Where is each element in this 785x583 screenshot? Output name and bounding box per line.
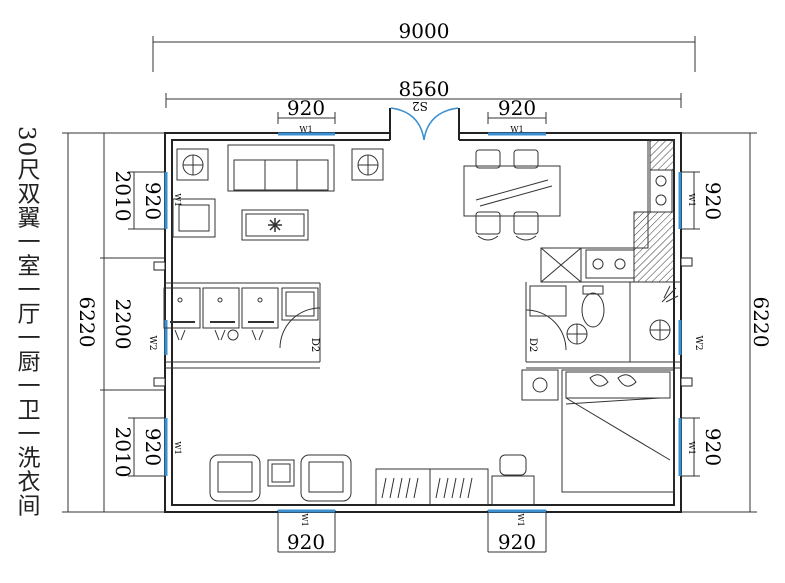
desk-set	[491, 454, 535, 506]
dim-right-window-top: 920	[701, 182, 725, 220]
dim-right-height: 6220	[749, 297, 773, 348]
dining-set	[463, 149, 561, 241]
window-label-top-left: W1	[299, 125, 312, 134]
window-label-bottom-right: W1	[516, 513, 525, 526]
bath-door-label: D2	[527, 338, 538, 352]
dim-bottom-window-left: 920	[287, 530, 325, 554]
window-label-right-bottom: W1	[687, 441, 696, 454]
kitchen-counter-hatch	[633, 139, 675, 283]
dim-top-window-left: 920	[287, 96, 325, 120]
bedroom	[521, 369, 675, 493]
dim-top-window-right: 920	[498, 96, 536, 120]
window-label-left-bottom: W1	[173, 441, 182, 454]
dim-left-seg-2: 2200	[111, 299, 135, 350]
dimension-lines	[62, 36, 757, 553]
window-label-bottom-left: W1	[300, 513, 309, 526]
bathroom	[525, 282, 681, 369]
window-label-left-top: W1	[173, 193, 182, 206]
dim-overall-width: 9000	[399, 19, 450, 43]
dim-bottom-window-right: 920	[498, 530, 536, 554]
dim-inner-width: 8560	[399, 77, 450, 101]
main-door	[390, 107, 459, 141]
main-door-label: S2	[412, 99, 428, 113]
living-room-furniture	[172, 144, 384, 241]
dim-left-height: 6220	[75, 297, 99, 348]
window-label-left-mid: W2	[147, 336, 157, 351]
dim-left-seg-1: 2010	[111, 171, 135, 222]
dim-left-seg-3: 2010	[111, 427, 135, 478]
column-stubs	[153, 257, 693, 387]
lounge-chairs	[209, 454, 352, 502]
dim-left-window-top: 920	[141, 182, 165, 220]
dim-left-window-bottom: 920	[141, 428, 165, 466]
dim-right-window-bottom: 920	[701, 428, 725, 466]
laundry-room	[163, 282, 321, 369]
window-label-right-mid: W2	[693, 336, 703, 351]
window-label-right-top: W1	[687, 193, 696, 206]
shoe-cabinet	[375, 468, 489, 506]
laundry-door-label: D2	[309, 338, 320, 352]
plan-title: 30尺双翼一室一厅一厨一卫一洗衣间	[13, 126, 39, 518]
windows	[164, 132, 682, 513]
window-label-top-right: W1	[510, 125, 523, 134]
